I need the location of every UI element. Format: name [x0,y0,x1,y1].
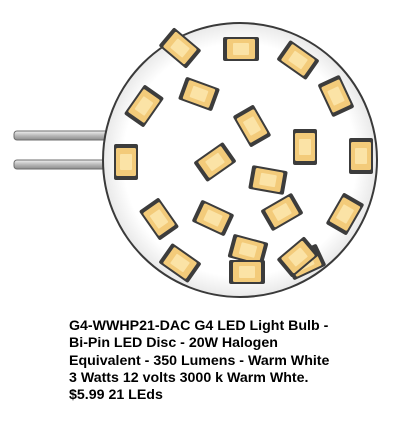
smd-led-chip-icon [326,193,364,235]
led-chip-group [114,28,373,284]
smd-led-chip-icon [233,105,271,147]
caption-line-5: $5.99 21 LEds [69,387,163,404]
smd-led-chip-icon [227,234,269,266]
smd-led-chip-icon [192,200,234,236]
smd-led-chip-icon [293,129,317,165]
smd-led-chip-icon [248,165,288,195]
caption-line-1: G4-WWHP21-DAC G4 LED Light Bulb - [69,318,329,334]
caption-line-4: 3 Watts 12 volts 3000 k Warm Whte. [69,369,309,386]
smd-led-chip-icon [318,75,354,117]
smd-led-chip-icon [261,193,303,231]
smd-led-chip-icon [124,85,164,127]
smd-led-chip-icon [277,40,319,80]
g4-led-disc-bulb-icon [13,22,378,298]
smd-led-chip-icon [229,260,265,284]
smd-led-chip-icon [114,144,138,180]
caption-line-3: Equivalent - 350 Lumens - Warm White [69,352,330,369]
smd-led-chip-icon [349,138,373,174]
smd-led-chip-icon [223,37,259,61]
smd-led-chip-icon [159,28,201,68]
smd-led-chip-icon [178,77,220,111]
smd-led-chip-icon [277,237,319,277]
smd-led-chip-icon [194,142,236,182]
product-caption: G4-WWHP21-DAC G4 LED Light Bulb - Bi-Pin… [69,318,399,404]
smd-led-chip-icon [159,243,201,283]
caption-line-2: Bi-Pin LED Disc - 20W Halogen [69,335,278,352]
smd-led-chip-icon [139,198,179,240]
